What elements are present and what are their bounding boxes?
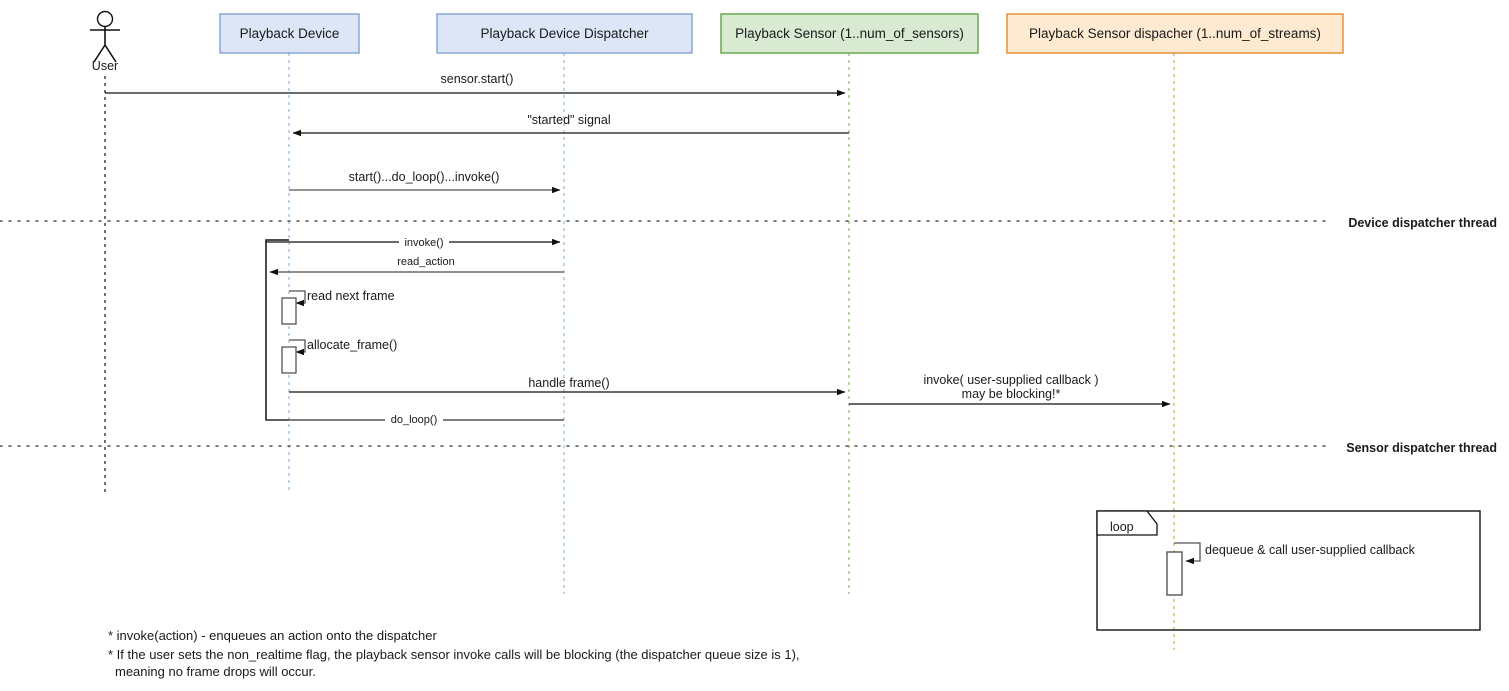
participant-box[interactable] (436, 13, 693, 54)
self-message-label: dequeue & call user-supplied callback (1205, 543, 1416, 557)
actor-head-icon (96, 10, 114, 28)
participant-playback-device[interactable]: Playback Device (219, 13, 360, 54)
note-line-1: * invoke(action) - enqueues an action on… (108, 628, 437, 643)
device-activation-frame (265, 239, 289, 421)
label-backdrop (399, 234, 449, 249)
self-activation-bar (281, 297, 297, 325)
message-invoke-user-callback: invoke( user-supplied callback ) may be … (849, 373, 1171, 408)
message-start-do-loop-invoke: start()...do_loop()...invoke() (289, 170, 561, 194)
message-label: sensor.start() (441, 72, 514, 86)
participant-playback-sensor-dispatcher[interactable]: Playback Sensor dispacher (1..num_of_str… (1006, 13, 1344, 54)
participant-box[interactable] (219, 13, 360, 54)
self-activation-bar (281, 346, 297, 374)
message-invoke: invoke() (266, 234, 561, 249)
actor-leg-right-icon (104, 44, 117, 63)
participant-playback-sensor[interactable]: Playback Sensor (1..num_of_sensors) (720, 13, 979, 54)
label-backdrop (385, 412, 443, 427)
message-label: invoke() (404, 237, 443, 249)
self-message-label: read next frame (307, 289, 395, 303)
self-message-arrow (289, 339, 306, 356)
separator-label: Device dispatcher thread (1348, 216, 1497, 230)
self-activation-bar (1166, 551, 1183, 596)
footer-notes: * invoke(action) - enqueues an action on… (108, 628, 800, 679)
message-label-line1: invoke( user-supplied callback ) (923, 373, 1098, 387)
separator-sensor-dispatcher-thread: Sensor dispatcher thread (0, 441, 1497, 455)
note-line-3: meaning no frame drops will occur. (115, 664, 316, 679)
separator-device-dispatcher-thread: Device dispatcher thread (0, 216, 1497, 230)
separator-label: Sensor dispatcher thread (1346, 441, 1497, 455)
participant-label: Playback Device Dispatcher (480, 26, 649, 41)
activation-frame-bracket (265, 239, 289, 421)
message-label: start()...do_loop()...invoke() (349, 170, 500, 184)
message-label-line2: may be blocking!* (962, 387, 1061, 401)
actor-label-user: User (92, 59, 118, 73)
self-message-label: allocate_frame() (307, 338, 397, 352)
fragment-operator-tab (1096, 510, 1158, 536)
message-label: "started" signal (527, 113, 610, 127)
participant-label: Playback Device (240, 26, 340, 41)
message-label: handle frame() (528, 376, 609, 390)
message-do-loop-return: do_loop() (266, 412, 564, 427)
message-started-signal: "started" signal (292, 113, 849, 137)
message-read-action: read_action (269, 256, 564, 276)
participant-label: Playback Sensor dispacher (1..num_of_str… (1029, 26, 1321, 41)
self-message-read-next-frame: read next frame (281, 289, 395, 325)
self-message-allocate-frame: allocate_frame() (281, 338, 397, 374)
self-message-arrow (1174, 542, 1201, 565)
participant-box[interactable] (1006, 13, 1344, 54)
message-label: do_loop() (391, 414, 437, 426)
message-handle-frame: handle frame() (289, 376, 846, 396)
fragment-box (1096, 510, 1481, 631)
participant-playback-device-dispatcher[interactable]: Playback Device Dispatcher (436, 13, 693, 54)
actor-user: User (90, 10, 120, 73)
message-label: read_action (397, 256, 455, 268)
actor-leg-left-icon (93, 44, 106, 63)
note-line-2: * If the user sets the non_realtime flag… (108, 647, 800, 662)
participant-label: Playback Sensor (1..num_of_sensors) (735, 26, 964, 41)
fragment-operator-label: loop (1110, 520, 1134, 534)
loop-fragment: loop dequeue & call user-supplied callba… (1096, 510, 1481, 631)
participant-box[interactable] (720, 13, 979, 54)
self-message-arrow (289, 290, 306, 307)
message-sensor-start: sensor.start() (105, 72, 846, 97)
